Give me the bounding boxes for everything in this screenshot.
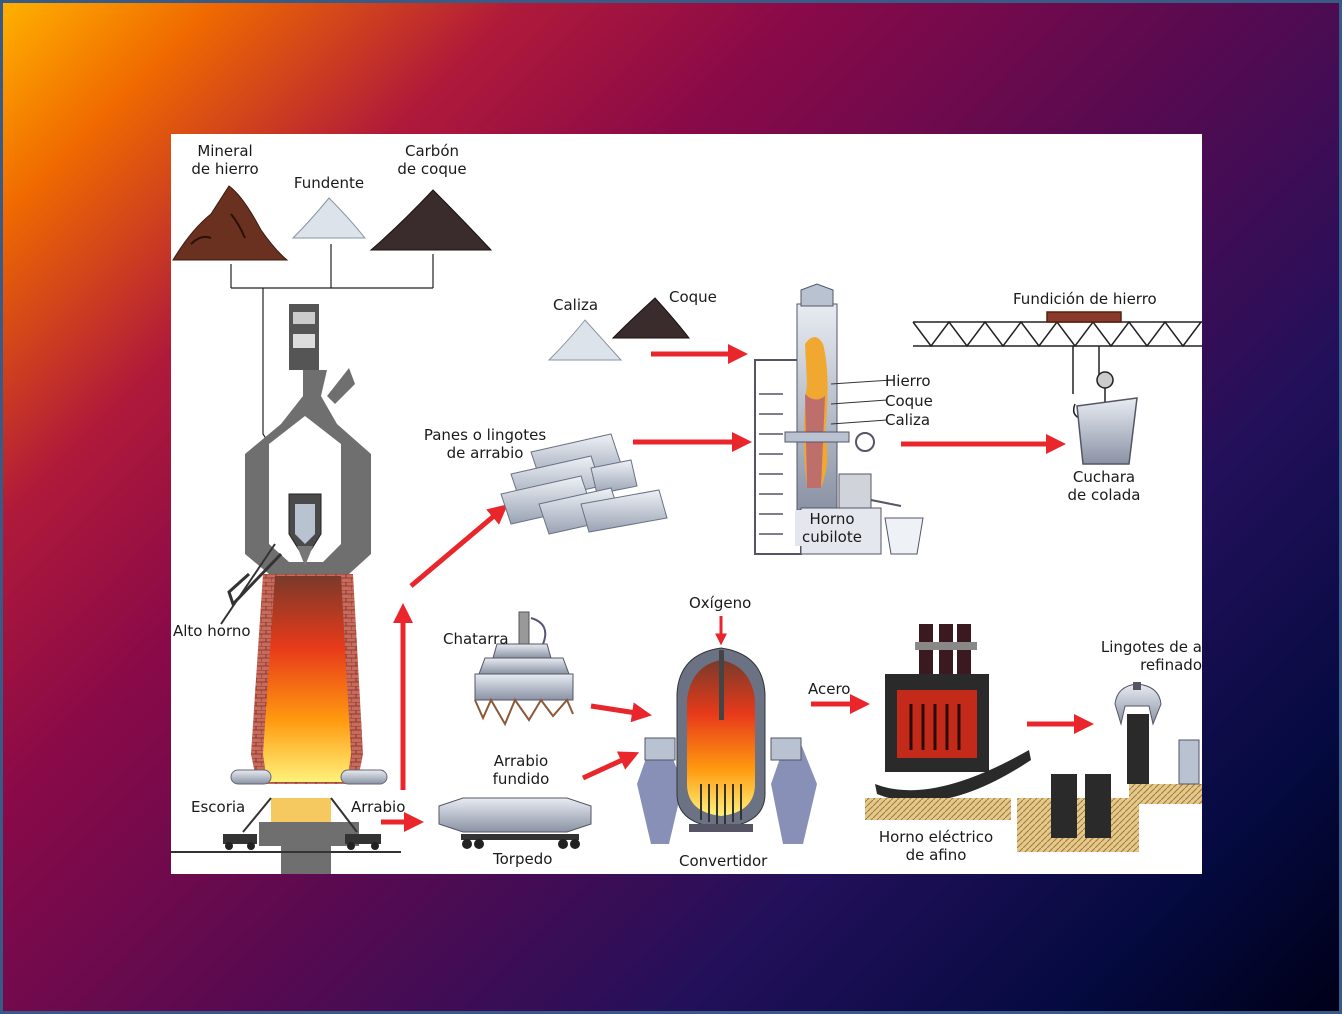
limestone-pile [547, 319, 623, 361]
torpedo-car [438, 797, 592, 849]
label-escoria: Escoria [191, 798, 246, 816]
label-chatarra: Chatarra [443, 630, 509, 648]
label-acero: Acero [808, 680, 851, 698]
cupola-furnace [754, 283, 924, 555]
steel-process-diagram: Mineral de hierro Fundente Carbón de coq… [171, 134, 1202, 874]
label-caliza: Caliza [553, 296, 599, 314]
flux-pile [291, 197, 367, 239]
label-lingotes-acero: Lingotes de a refinado [1100, 638, 1202, 674]
label-torpedo: Torpedo [493, 850, 553, 868]
label-arrabio: Arrabio [351, 798, 406, 816]
label-convertidor: Convertidor [679, 852, 768, 870]
coke-pile [369, 189, 493, 251]
oxygen-converter [637, 616, 817, 844]
label-fundicion-de-hierro: Fundición de hierro [1013, 290, 1157, 308]
label-caliza-capa: Caliza [885, 411, 931, 429]
label-hierro: Hierro [885, 372, 931, 390]
label-coque-capa: Coque [885, 392, 933, 410]
scrap-magnet [474, 611, 574, 727]
label-coque: Coque [669, 288, 717, 306]
label-horno-cubilote: Horno cubilote [795, 510, 869, 546]
label-fundente: Fundente [293, 174, 365, 192]
electric-arc-furnace [865, 624, 1031, 820]
label-carbon-de-coque: Carbón de coque [397, 142, 467, 178]
label-arrabio-fundido: Arrabio fundido [492, 752, 550, 788]
coke-pile-small [611, 297, 691, 339]
label-panes-lingotes: Panes o lingotes de arrabio [423, 426, 547, 462]
blast-furnace [171, 304, 401, 874]
label-oxigeno: Oxígeno [689, 594, 752, 612]
foundry-crane [912, 311, 1202, 465]
pig-iron-ingots [500, 433, 668, 535]
steel-ingots [1017, 682, 1202, 852]
label-cuchara-de-colada: Cuchara de colada [1067, 468, 1141, 504]
iron-ore-pile [172, 185, 289, 261]
label-horno-electrico: Horno eléctrico de afino [878, 828, 994, 864]
label-mineral-de-hierro: Mineral de hierro [191, 142, 259, 178]
label-alto-horno: Alto horno [173, 622, 251, 640]
diagram-artwork [171, 185, 1202, 874]
